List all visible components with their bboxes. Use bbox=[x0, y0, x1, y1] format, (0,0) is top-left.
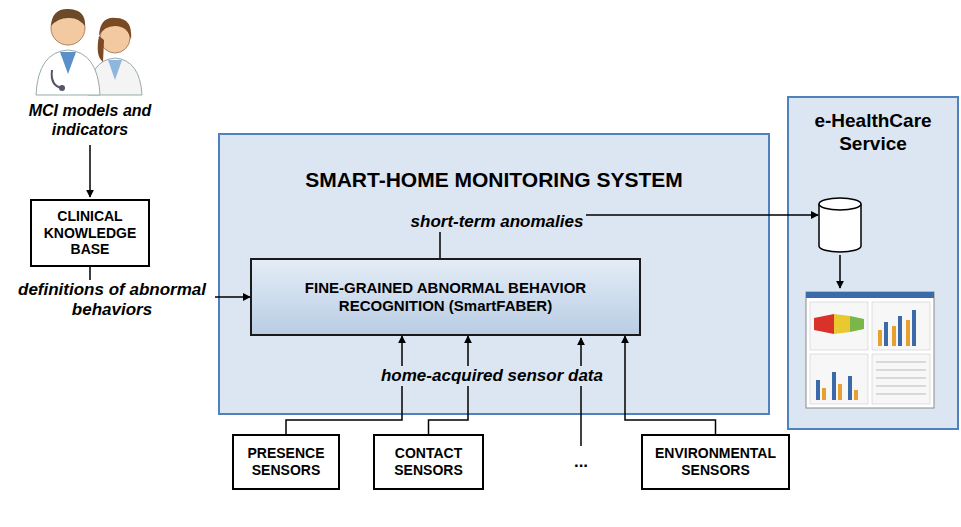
dashboard-screenshot bbox=[806, 292, 934, 408]
sensor-box: CONTACT SENSORS bbox=[373, 434, 484, 490]
container-title: SMART-HOME MONITORING SYSTEM bbox=[228, 167, 760, 192]
flow-arrow bbox=[839, 255, 841, 288]
more-sensors-line bbox=[580, 338, 582, 446]
data-label: home-acquired sensor data bbox=[378, 366, 606, 386]
sensor-box: ENVIRONMENTAL SENSORS bbox=[641, 434, 790, 490]
box-label: PRESENCE SENSORS bbox=[240, 445, 332, 479]
container-title: e-HealthCare Service bbox=[797, 110, 949, 156]
edge-label: definitions of abnormal behaviors bbox=[9, 280, 215, 321]
input-arrow bbox=[89, 145, 91, 197]
input-label: MCI models and indicators bbox=[21, 101, 159, 139]
knowledge-base-box: CLINICAL KNOWLEDGE BASE bbox=[30, 199, 150, 267]
edge-label: short-term anomalies bbox=[408, 212, 587, 232]
box-label: FINE-GRAINED ABNORMAL BEHAVIOR RECOGNITI… bbox=[258, 279, 633, 315]
database-cylinder bbox=[819, 198, 861, 252]
box-label: CLINICAL KNOWLEDGE BASE bbox=[38, 208, 142, 258]
ellipsis-label: ... bbox=[571, 452, 591, 472]
box-label: CONTACT SENSORS bbox=[381, 445, 476, 479]
sensor-box: PRESENCE SENSORS bbox=[232, 434, 340, 490]
service-container: e-HealthCare Service bbox=[787, 96, 959, 430]
box-label: ENVIRONMENTAL SENSORS bbox=[649, 445, 782, 479]
doctors-icon bbox=[36, 9, 142, 95]
process-box: FINE-GRAINED ABNORMAL BEHAVIOR RECOGNITI… bbox=[250, 258, 641, 336]
